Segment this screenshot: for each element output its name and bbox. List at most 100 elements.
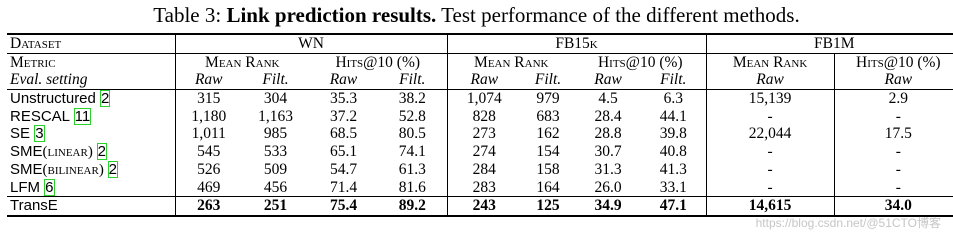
table-cell: 17.5 [884, 125, 912, 143]
table-row: LFM 6 469 456 71.4 81.6 283 164 26.0 33.… [7, 178, 953, 197]
table-row: RESCAL 11 1,180 1,163 37.2 52.8 828 683 … [7, 107, 953, 125]
table-cell: 273 [472, 125, 496, 143]
table-cell: - [706, 142, 835, 161]
method-name: SE 3 [7, 124, 176, 143]
caption-bold: Link prediction results. [226, 3, 437, 27]
table-cell: 683 [536, 107, 560, 125]
table-cell: 4.5 [575, 88, 642, 108]
metric-header: Hits@10 (%) [575, 52, 707, 72]
table-cell: 315 [175, 88, 242, 108]
table-cell: 71.4 [329, 178, 358, 196]
table-cell: 1,011 [191, 125, 226, 143]
table-cell: 28.4 [594, 107, 622, 125]
table-cell: 74.1 [378, 142, 448, 161]
table-cell: 526 [197, 161, 221, 179]
citation-link[interactable]: 2 [96, 142, 107, 160]
table-cell: 251 [242, 196, 309, 217]
citation-link[interactable]: 2 [107, 160, 118, 178]
setting-header: Raw [594, 71, 622, 89]
metric-label: Metric [7, 52, 176, 72]
dataset-row: Dataset WN FB15k FB1M [7, 32, 953, 54]
table-cell: 979 [521, 88, 576, 108]
table-caption: Table 3: Link prediction results. Test p… [0, 2, 953, 28]
table-cell: 28.8 [594, 125, 622, 143]
table-cell: 47.1 [641, 196, 707, 217]
metric-header: Hits@10 (%) [309, 52, 448, 72]
dataset-wn: WN [175, 32, 448, 54]
table-cell: 274 [472, 143, 496, 161]
table-cell: 81.6 [378, 178, 448, 197]
table-cell: 263 [175, 196, 242, 217]
table-cell: 1,163 [258, 107, 293, 125]
setting-header: Raw [470, 71, 499, 89]
table-cell: 89.2 [378, 196, 448, 217]
citation-link[interactable]: 3 [34, 125, 45, 143]
results-table: Dataset WN FB15k FB1M Metric Mean Rank H… [7, 32, 953, 217]
citation-link[interactable]: 6 [44, 178, 55, 196]
table-cell: 35.3 [309, 88, 378, 108]
citation-link[interactable]: 11 [73, 107, 92, 125]
table-cell: 37.2 [329, 107, 358, 125]
table-cell: - [706, 107, 835, 125]
transe-row: TransE 263 251 75.4 89.2 243 125 34.9 47… [7, 196, 953, 217]
method-name: SME(linear) 2 [7, 142, 176, 161]
table-cell: 44.1 [641, 107, 707, 125]
citation-link[interactable]: 2 [100, 90, 111, 108]
table-cell: 22,044 [706, 124, 835, 143]
table-cell: 154 [536, 143, 560, 161]
table-row: SME(bilinear) 2 526 509 54.7 61.3 284 15… [7, 160, 953, 179]
caption-prefix: Table 3: [153, 3, 227, 27]
table-cell: 162 [536, 125, 560, 143]
table-cell: 6.3 [641, 88, 707, 108]
table-cell: 52.8 [378, 107, 448, 125]
table-cell: 283 [472, 178, 496, 196]
table-cell: 38.2 [378, 88, 448, 108]
table-cell: 34.9 [575, 196, 642, 217]
table-cell: 828 [472, 107, 496, 125]
method-name: Unstructured 2 [7, 88, 176, 108]
table-cell: 1,074 [447, 88, 522, 108]
table-row: SE 3 1,011 985 68.5 80.5 273 162 28.8 39… [7, 124, 953, 143]
table-cell: 985 [263, 125, 288, 143]
table-cell: 65.1 [329, 143, 358, 161]
table-cell: 54.7 [329, 161, 358, 179]
table-cell: 61.3 [378, 160, 448, 179]
setting-header: Filt. [262, 71, 289, 89]
table-cell: 34.0 [834, 196, 953, 217]
setting-header: Raw [706, 71, 835, 90]
table-cell: 469 [197, 178, 221, 196]
dataset-fb1m: FB1M [706, 32, 953, 54]
table-cell: 158 [536, 161, 560, 179]
table-cell: 545 [197, 143, 221, 161]
table-cell: 284 [472, 161, 496, 179]
setting-header: Filt. [641, 71, 707, 90]
setting-header: Raw [329, 71, 358, 89]
metric-header: Mean Rank [447, 52, 576, 72]
method-name: LFM 6 [7, 178, 176, 197]
dataset-fb15k: FB15k [447, 32, 707, 54]
table-cell: - [706, 160, 835, 179]
table-cell: 26.0 [594, 178, 622, 196]
table-cell: - [895, 143, 901, 161]
table-cell: - [895, 161, 901, 179]
setting-header: Raw [884, 71, 913, 89]
metric-header: Hits@10 (%) [834, 52, 953, 72]
metric-row: Metric Mean Rank Hits@10 (%) Mean Rank H… [7, 52, 953, 72]
eval-label: Eval. setting [7, 71, 176, 90]
method-name: RESCAL 11 [7, 107, 176, 125]
table-cell: 68.5 [329, 125, 358, 143]
table-cell: 456 [263, 178, 288, 196]
table-cell: - [895, 178, 901, 196]
table-cell: 80.5 [378, 124, 448, 143]
table-cell: 40.8 [641, 142, 707, 161]
caption-rest: Test performance of the different method… [436, 3, 800, 27]
watermark: https://blog.csdn.net/@51CTO博客 [755, 216, 941, 230]
table-cell: 2.9 [834, 88, 953, 108]
table-cell: 33.1 [641, 178, 707, 197]
table-row: SME(linear) 2 545 533 65.1 74.1 274 154 … [7, 142, 953, 161]
table-cell: 39.8 [641, 124, 707, 143]
table-cell: 30.7 [594, 143, 622, 161]
dataset-label: Dataset [7, 32, 176, 54]
metric-header: Mean Rank [706, 52, 835, 72]
table-cell: 243 [447, 196, 522, 217]
